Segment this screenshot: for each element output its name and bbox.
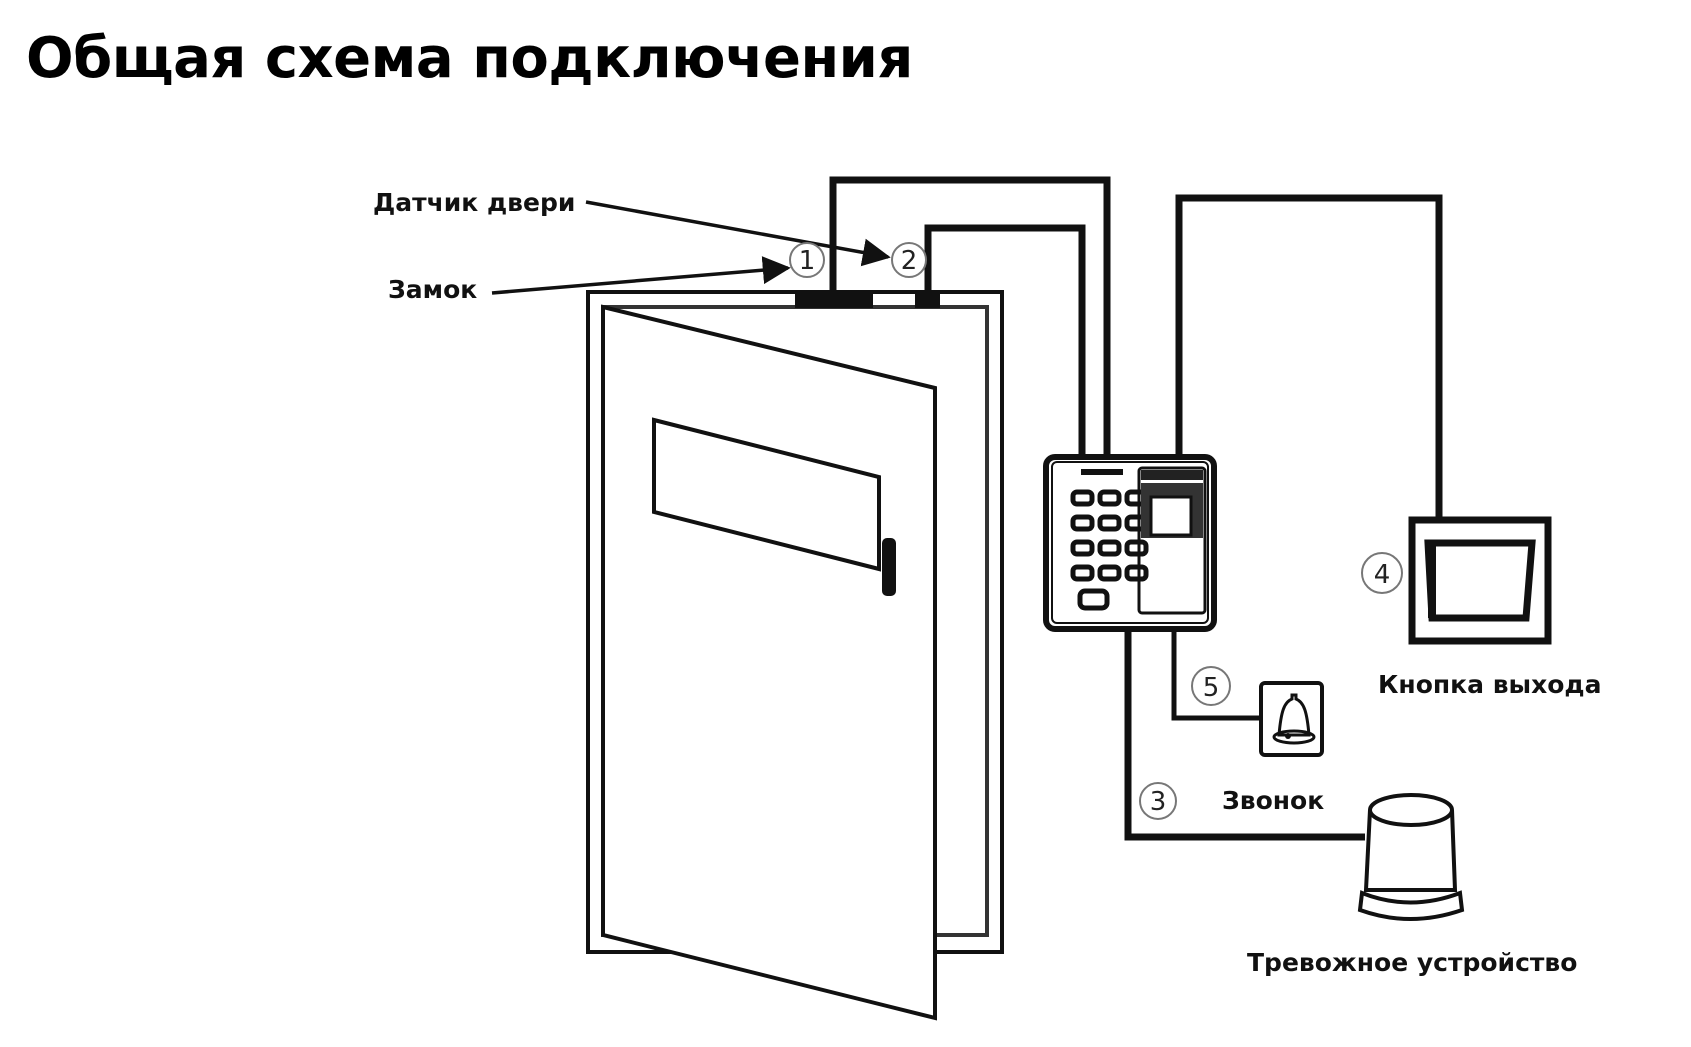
door-leaf — [601, 304, 937, 1021]
label-bell: Звонок — [1222, 786, 1325, 815]
keypad-key — [1070, 489, 1095, 507]
arrow-door-sensor — [585, 200, 891, 267]
bell-icon — [1277, 693, 1311, 737]
access-controller — [1043, 454, 1217, 632]
wire-bell — [1171, 628, 1262, 721]
door-handle — [882, 538, 896, 596]
keypad-key — [1097, 539, 1122, 557]
exit-button-device — [1408, 516, 1552, 645]
bell-device — [1259, 681, 1324, 757]
wire-door-sensor — [924, 224, 1086, 457]
marker-1: 1 — [789, 242, 825, 278]
keypad-key — [1070, 539, 1095, 557]
marker-2: 2 — [891, 242, 927, 278]
keypad-key — [1097, 514, 1122, 532]
arrow-lock — [491, 256, 791, 295]
keypad-key — [1070, 564, 1095, 582]
marker-5: 5 — [1191, 666, 1231, 706]
marker-3-text: 3 — [1150, 787, 1167, 817]
label-exit-button: Кнопка выхода — [1378, 670, 1602, 699]
marker-5-text: 5 — [1203, 673, 1220, 703]
marker-4: 4 — [1361, 552, 1403, 594]
alarm-device — [1357, 793, 1465, 921]
keypad-key — [1124, 539, 1149, 557]
keypad-key — [1070, 514, 1095, 532]
wire-lock — [829, 176, 1111, 457]
label-lock: Замок — [388, 275, 478, 304]
keypad-key — [1124, 564, 1149, 582]
wire-alarm — [1124, 628, 1365, 841]
page-title: Общая схема подключения — [26, 26, 913, 91]
keypad-key — [1097, 489, 1122, 507]
marker-2-text: 2 — [901, 246, 918, 276]
wire-exit-button — [1175, 194, 1443, 520]
marker-4-text: 4 — [1374, 560, 1391, 590]
label-door-sensor: Датчик двери — [373, 188, 576, 217]
display-slot — [1081, 469, 1123, 475]
marker-3: 3 — [1139, 782, 1177, 820]
fingerprint-sensor — [1137, 466, 1207, 615]
label-alarm: Тревожное устройство — [1247, 948, 1578, 977]
marker-1-text: 1 — [799, 246, 816, 276]
door-window — [652, 417, 881, 572]
keypad-key — [1097, 564, 1122, 582]
wires — [829, 176, 1443, 841]
enter-key — [1077, 588, 1110, 611]
